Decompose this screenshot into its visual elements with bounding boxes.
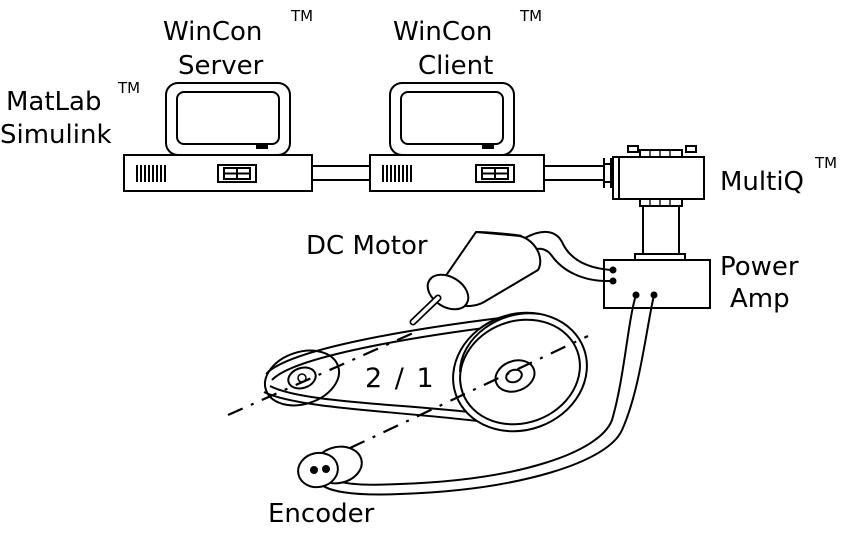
power-label: Power (720, 252, 799, 282)
server-tower (123, 154, 313, 192)
motor-axis-line (227, 328, 421, 417)
simulink-label: Simulink (0, 120, 112, 150)
encoder-label: Encoder (268, 499, 375, 529)
small-pulley (263, 349, 341, 407)
large-pulley (452, 311, 588, 433)
multiq-tm: TM (814, 154, 837, 172)
client-tower (369, 154, 545, 192)
wincon-server-subtitle: Server (178, 51, 264, 81)
multiq-board (603, 145, 705, 207)
server-client-cable (312, 165, 372, 181)
dc-motor-label: DC Motor (306, 231, 428, 261)
matlab-title: MatLab (6, 87, 101, 117)
wincon-client-tm: TM (519, 7, 542, 25)
wincon-client-title: WinCon (393, 17, 492, 47)
dc-motor (409, 230, 542, 326)
gear-ratio-label: 2 / 1 (365, 363, 436, 394)
wincon-server-tm: TM (290, 7, 313, 25)
wincon-client-subtitle: Client (418, 51, 493, 81)
server-monitor (165, 82, 291, 156)
encoder (297, 445, 363, 489)
multiq-label: MultiQ (720, 167, 804, 197)
client-multiq-cable (544, 165, 604, 181)
power-amp (603, 259, 711, 309)
wincon-server-title: WinCon (163, 17, 262, 47)
matlab-tm: TM (117, 79, 140, 97)
encoder-cable (317, 294, 655, 496)
server-vents (136, 165, 166, 182)
client-monitor (389, 82, 515, 156)
amp-label: Amp (730, 284, 790, 314)
multiq-amp-cable (634, 206, 686, 261)
pulley-axis-line (349, 335, 589, 449)
